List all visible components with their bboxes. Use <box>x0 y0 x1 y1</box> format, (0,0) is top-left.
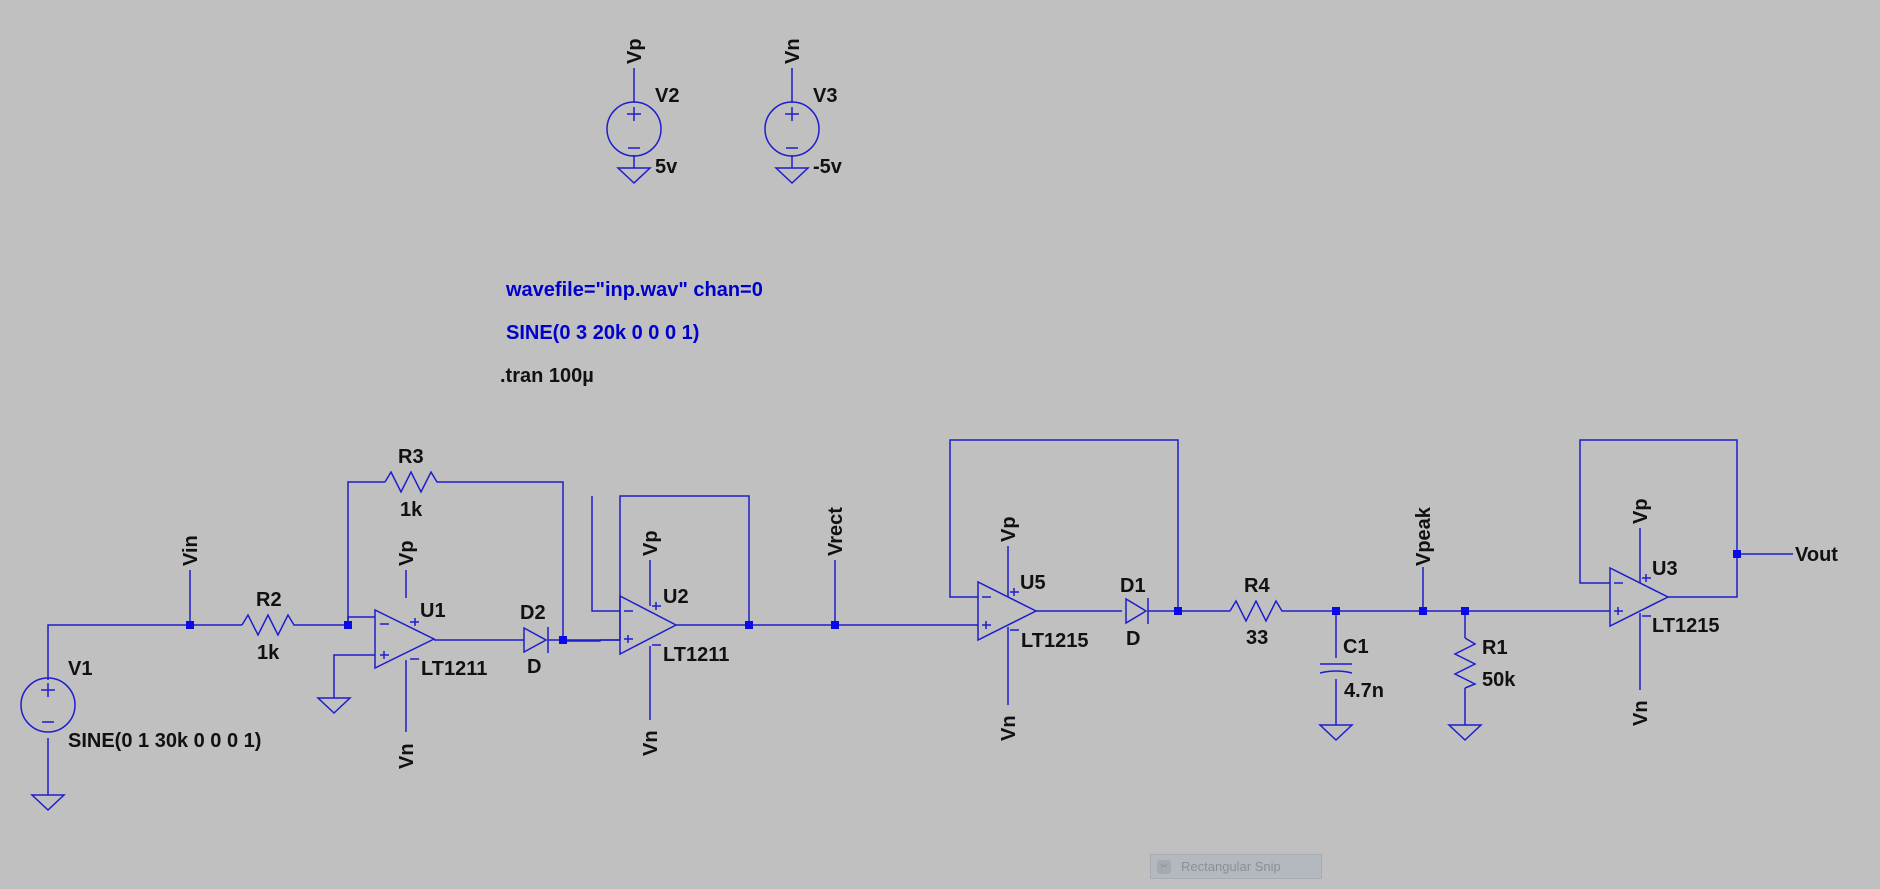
r3-label: R3 <box>398 446 424 468</box>
c1-label: C1 <box>1343 636 1369 658</box>
snip-icon: ✂ <box>1157 859 1171 874</box>
u3-model: LT1215 <box>1652 615 1719 637</box>
u5-model: LT1215 <box>1021 630 1088 652</box>
vout-net-label: Vout <box>1795 544 1838 566</box>
junction-nodes <box>186 550 1741 644</box>
r4-resistor-symbol[interactable] <box>1229 599 1290 623</box>
v3-value: -5v <box>813 156 843 178</box>
directive-tran[interactable]: .tran 100µ <box>500 365 594 387</box>
u1-vp-label: Vp <box>396 540 418 566</box>
c1-capacitor-symbol[interactable] <box>1319 663 1353 674</box>
wires <box>47 68 1793 795</box>
d2-model: D <box>527 656 541 678</box>
u3-label: U3 <box>1652 558 1678 580</box>
node-u1-inv <box>344 621 352 629</box>
u3-vp-label: Vp <box>1630 498 1652 524</box>
u1-model: LT1211 <box>421 658 487 680</box>
vin-net-label: Vin <box>180 535 202 566</box>
r4-value: 33 <box>1246 627 1268 649</box>
r3-resistor-symbol[interactable] <box>384 470 441 494</box>
v2-source-symbol[interactable] <box>606 101 662 185</box>
u5-vp-label: Vp <box>998 516 1020 542</box>
r2-resistor-symbol[interactable] <box>241 613 298 637</box>
v1-value: SINE(0 1 30k 0 0 0 1) <box>68 730 261 752</box>
u3-vn-label: Vn <box>1630 700 1652 726</box>
node-r1 <box>1461 607 1469 615</box>
v3-source-symbol[interactable] <box>764 101 820 185</box>
ground-symbols <box>316 697 1483 742</box>
vrect-net-label: Vrect <box>825 507 847 556</box>
r1-label: R1 <box>1482 637 1508 659</box>
v2-value: 5v <box>655 156 678 178</box>
u2-vp-label: Vp <box>640 530 662 556</box>
r2-value: 1k <box>257 642 280 664</box>
r3-value: 1k <box>400 499 423 521</box>
r1-value: 50k <box>1482 669 1516 691</box>
c1-value: 4.7n <box>1344 680 1384 702</box>
d1-model: D <box>1126 628 1140 650</box>
node-d1-out <box>1174 607 1182 615</box>
vpeak-net-label: Vpeak <box>1413 506 1435 566</box>
directive-sine[interactable]: SINE(0 3 20k 0 0 0 1) <box>506 322 699 344</box>
u1-opamp-symbol[interactable] <box>374 608 436 670</box>
node-u2-out <box>745 621 753 629</box>
vn-label-v3: Vn <box>782 38 804 64</box>
node-vpeak <box>1419 607 1427 615</box>
r2-label: R2 <box>256 589 282 611</box>
u5-opamp-symbol[interactable] <box>977 580 1038 642</box>
snip-label: Rectangular Snip <box>1181 859 1281 874</box>
vp-label-v2: Vp <box>624 38 646 64</box>
u2-model: LT1211 <box>663 644 729 666</box>
node-vrect <box>831 621 839 629</box>
d2-diode-symbol[interactable] <box>523 626 549 654</box>
directive-wavefile[interactable]: wavefile="inp.wav" chan=0 <box>505 279 763 301</box>
u5-vn-label: Vn <box>998 715 1020 741</box>
d1-diode-symbol[interactable] <box>1125 597 1149 625</box>
u3-opamp-symbol[interactable] <box>1609 566 1670 628</box>
node-vin <box>186 621 194 629</box>
u2-opamp-symbol[interactable] <box>619 594 678 656</box>
node-vout <box>1733 550 1741 558</box>
u5-label: U5 <box>1020 572 1046 594</box>
v1-label: V1 <box>68 658 92 680</box>
d2-label: D2 <box>520 602 546 624</box>
v2-label: V2 <box>655 85 679 107</box>
r4-label: R4 <box>1244 575 1270 597</box>
node-c1 <box>1332 607 1340 615</box>
v1-source-symbol[interactable] <box>20 677 76 812</box>
rectangular-snip-taskbar-item[interactable]: ✂ Rectangular Snip <box>1150 854 1322 879</box>
v3-label: V3 <box>813 85 837 107</box>
r1-resistor-symbol[interactable] <box>1453 637 1477 689</box>
u2-label: U2 <box>663 586 689 608</box>
u1-label: U1 <box>420 600 446 622</box>
u1-vn-label: Vn <box>396 743 418 769</box>
node-d2-out <box>559 636 567 644</box>
d1-label: D1 <box>1120 575 1146 597</box>
u2-vn-label: Vn <box>640 730 662 756</box>
